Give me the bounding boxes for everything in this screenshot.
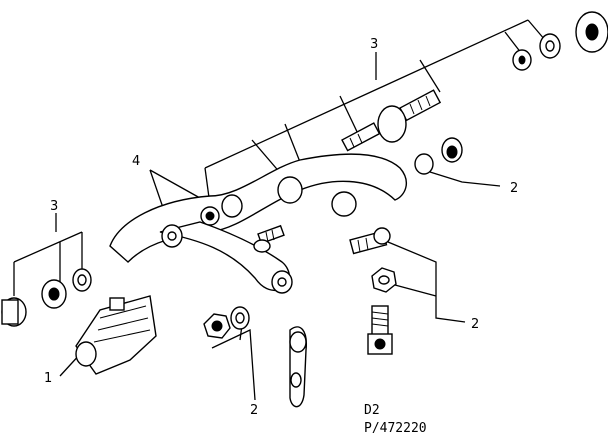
drawing-code: D2: [364, 403, 380, 418]
lower-brake-arm: [289, 326, 307, 408]
flat-washer-left: [72, 268, 92, 292]
cap-nut-top: [575, 11, 608, 53]
drawing-id-block: D2 P/472220: [364, 403, 427, 436]
callout-3-left: 3: [50, 199, 58, 214]
cap-nut-left: [1, 297, 27, 327]
lock-washer-top: [539, 33, 561, 59]
lock-washer-left: [41, 279, 67, 309]
callout-1: 1: [44, 371, 52, 386]
brake-cable-clip: [414, 137, 463, 175]
brake-shoe: [75, 295, 157, 375]
callout-2-lower-right: 2: [471, 317, 479, 332]
callout-3-top: 3: [370, 37, 378, 52]
callout-4: 4: [132, 154, 140, 169]
callout-labels: 3 4 3 2 2 1 2: [44, 37, 518, 418]
center-stud: [253, 224, 285, 253]
callout-2-bottom: 2: [250, 403, 258, 418]
part-number: P/472220: [364, 421, 427, 436]
socket-bolt: [367, 305, 393, 355]
pivot-bolt: [341, 89, 442, 152]
caliper-arm: [109, 153, 408, 294]
adjuster-barrel: [349, 227, 391, 255]
nut-and-washer-bottom: [203, 306, 250, 339]
leader-lines: [13, 19, 546, 401]
callout-2-upper-right: 2: [510, 181, 518, 196]
hex-nut-right: [371, 267, 397, 293]
flat-washer-top: [512, 49, 532, 71]
